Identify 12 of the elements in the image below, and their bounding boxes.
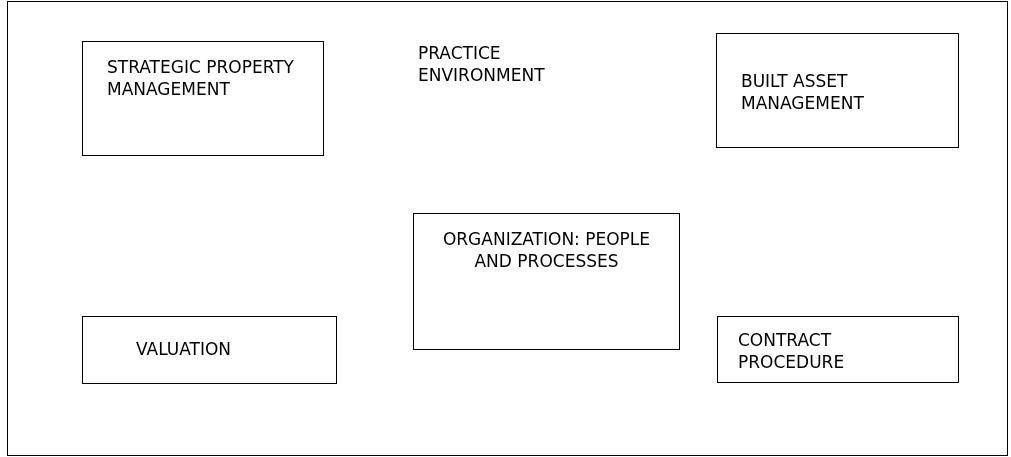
frame-heading: PRACTICE ENVIRONMENT — [418, 42, 546, 86]
box-label: VALUATION — [136, 338, 232, 360]
process-box — [82, 41, 324, 156]
box-label: BUILT ASSET MANAGEMENT — [741, 70, 865, 114]
process-box — [82, 316, 337, 384]
frame-box — [7, 1, 1008, 456]
process-box — [717, 316, 959, 383]
box-label: STRATEGIC PROPERTY MANAGEMENT — [107, 56, 295, 100]
box-label: ORGANIZATION: PEOPLE AND PROCESSES — [441, 228, 652, 272]
process-box — [413, 213, 680, 350]
box-label: CONTRACT PROCEDURE — [738, 329, 846, 373]
process-box — [716, 33, 959, 148]
